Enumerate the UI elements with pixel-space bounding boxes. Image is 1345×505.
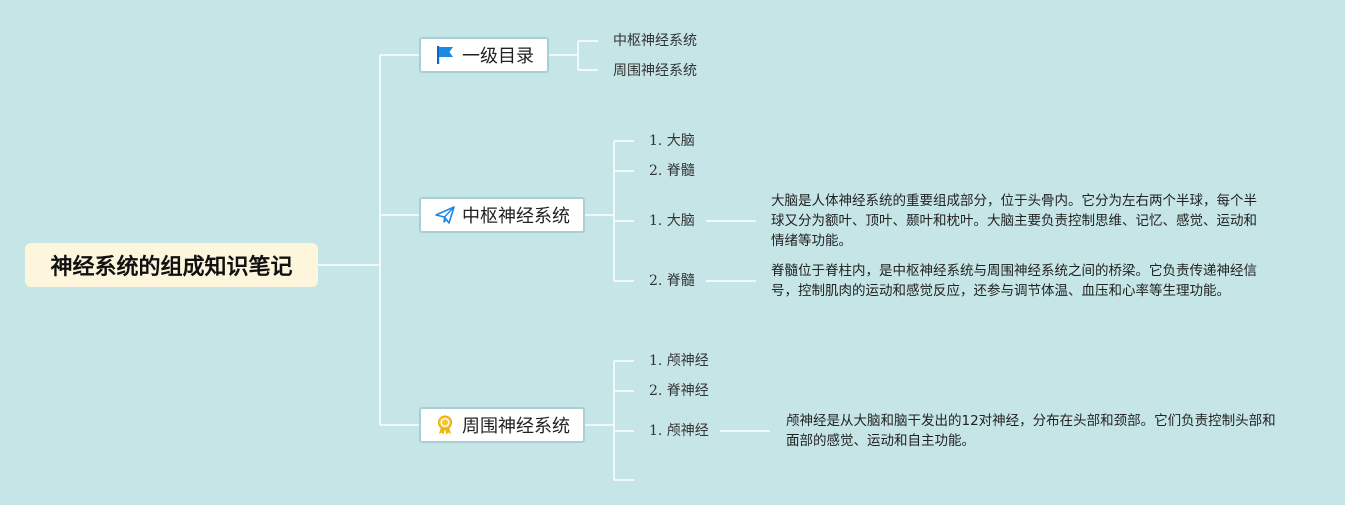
- central-item-spinal-cord-detail[interactable]: 2. 脊髓: [649, 273, 695, 289]
- cranial-nerves-note: 颅神经是从大脑和脑干发出的12对神经，分布在头部和颈部。它们负责控制头部和面部的…: [786, 413, 1276, 449]
- toc-item-peripheral[interactable]: 周围神经系统: [613, 63, 697, 79]
- central-item-brain-detail[interactable]: 1. 大脑: [649, 213, 695, 229]
- branch-peripheral-label: 周围神经系统: [462, 416, 570, 437]
- toc-item-central[interactable]: 中枢神经系统: [613, 33, 697, 49]
- peripheral-item-cranial-nerves[interactable]: 1. 颅神经: [649, 353, 709, 369]
- branch-toc[interactable]: 一级目录: [419, 37, 549, 73]
- root-title: 神经系统的组成知识笔记: [50, 255, 293, 280]
- central-item-brain[interactable]: 1. 大脑: [649, 133, 695, 149]
- branch-central-nervous-system[interactable]: 中枢神经系统: [419, 197, 585, 233]
- central-item-spinal-cord[interactable]: 2. 脊髓: [649, 163, 695, 179]
- paper-plane-icon: [434, 204, 456, 226]
- branch-peripheral-nervous-system[interactable]: 周围神经系统: [419, 407, 585, 443]
- branch-central-label: 中枢神经系统: [462, 206, 570, 227]
- flag-icon: [434, 44, 456, 66]
- branch-toc-label: 一级目录: [462, 46, 534, 67]
- brain-note: 大脑是人体神经系统的重要组成部分，位于头骨内。它分为左右两个半球，每个半球又分为…: [771, 193, 1257, 249]
- spinal-cord-note: 脊髓位于脊柱内，是中枢神经系统与周围神经系统之间的桥梁。它负责传递神经信号，控制…: [771, 263, 1257, 299]
- root-topic[interactable]: 神经系统的组成知识笔记: [25, 243, 318, 287]
- peripheral-item-cranial-nerves-detail[interactable]: 1. 颅神经: [649, 423, 709, 439]
- award-ribbon-icon: [434, 414, 456, 436]
- peripheral-item-spinal-nerves[interactable]: 2. 脊神经: [649, 383, 709, 399]
